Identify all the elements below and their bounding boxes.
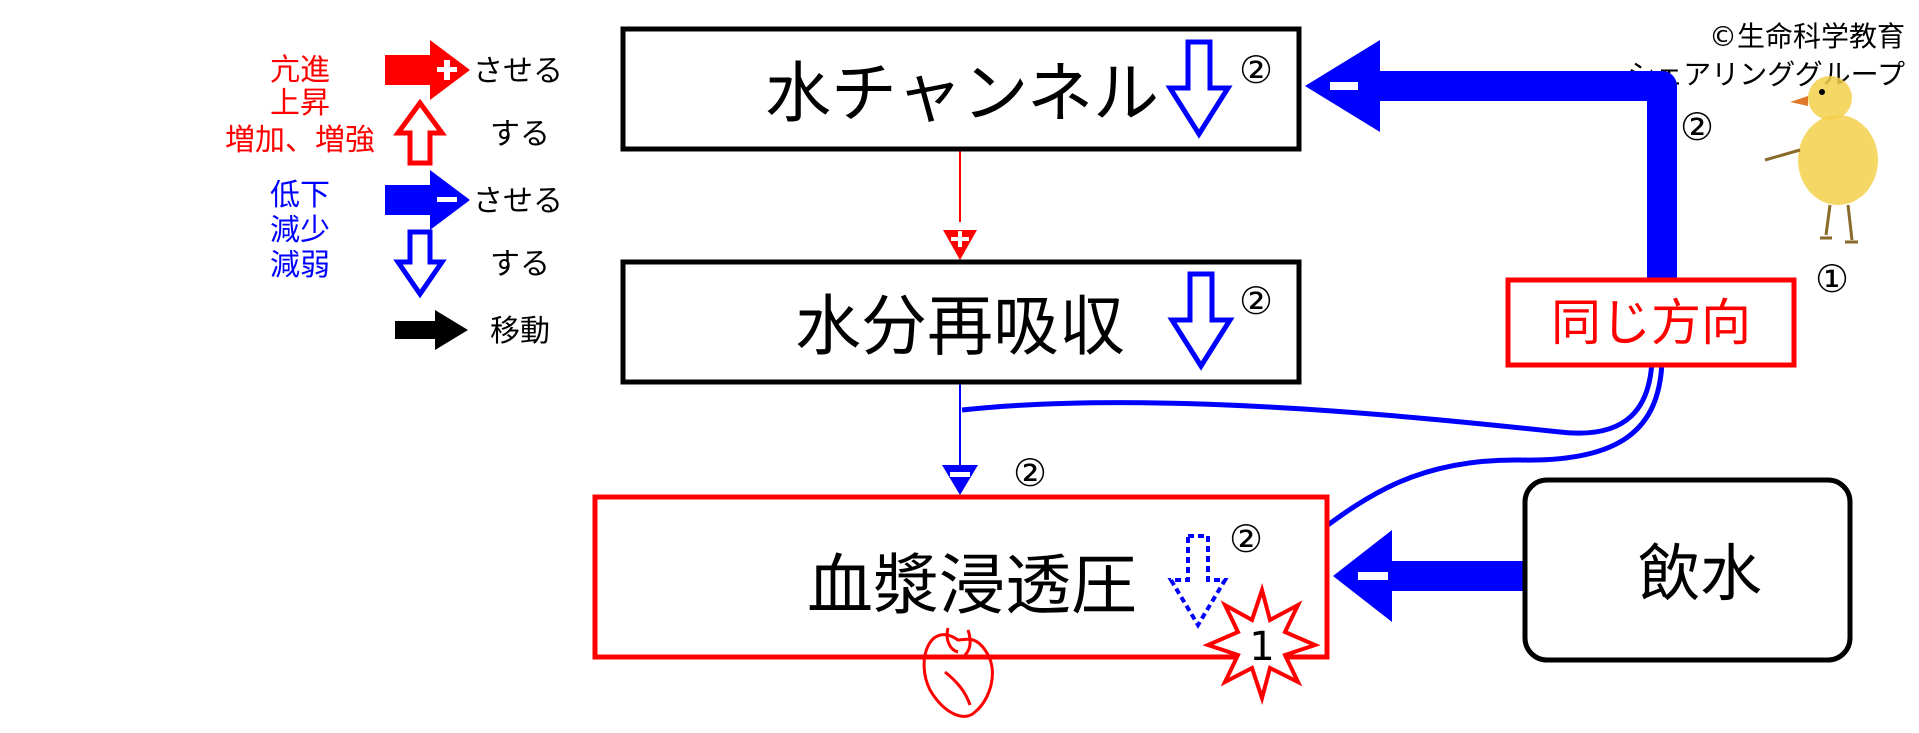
same-direction-circled-one: ① — [1815, 257, 1849, 301]
water-reabsorption-node[interactable]: 水分再吸収 ② — [620, 259, 1302, 385]
water-reabsorption-label: 水分再吸収 — [795, 288, 1125, 365]
same-direction-node[interactable]: 同じ方向 — [1505, 277, 1797, 368]
drinking-water-minus-icon — [1358, 572, 1388, 580]
plasma-circled-two: ② — [1229, 517, 1263, 561]
legend-decrease-label-2: 減少 — [270, 213, 330, 248]
plasma-osmotic-pressure-node[interactable]: 血漿浸透圧 ② — [592, 494, 1330, 660]
legend-decrease-label-3: 減弱 — [270, 248, 330, 283]
chick-mascot-icon — [1764, 76, 1878, 244]
legend-make-decrease-label: させる — [473, 184, 563, 219]
starburst-one-label: 1 — [1249, 624, 1274, 670]
legend-blue-down-arrow-icon — [393, 229, 447, 299]
water-channel-label: 水チャンネル — [765, 55, 1159, 132]
legend-do-increase-label: する — [490, 117, 550, 152]
water-channel-down-arrow-icon — [1165, 39, 1233, 139]
plasma-dotted-down-arrow-icon — [1167, 534, 1229, 629]
legend-do-decrease-label: する — [490, 247, 550, 282]
water-reabsorption-circled-two: ② — [1239, 279, 1273, 323]
plasma-osmotic-pressure-label: 血漿浸透圧 — [807, 547, 1137, 624]
legend-blue-minus-arrow-icon — [385, 170, 470, 230]
legend: 亢進 上昇 増加、増強 させる する 低下 減少 減弱 させる する — [225, 40, 563, 350]
minus-arrow-circled-two: ② — [1013, 451, 1047, 495]
legend-red-plus-arrow-icon — [385, 40, 470, 100]
starburst-one-icon: 1 — [1202, 583, 1321, 705]
legend-red-up-arrow-icon — [393, 98, 447, 166]
curve-reabsorption-to-same-direction — [961, 359, 1655, 436]
minus-arrowhead-icon — [942, 465, 978, 495]
legend-increase-label-3: 増加、増強 — [225, 123, 375, 158]
feedback-minus-icon — [1330, 82, 1358, 90]
legend-move-label: 移動 — [490, 314, 550, 349]
drinking-water-label: 飲水 — [1638, 537, 1762, 610]
plus-v-icon — [958, 231, 962, 247]
minus-h-icon — [950, 472, 970, 477]
legend-decrease-label-1: 低下 — [270, 178, 330, 213]
feedback-path-to-water-channel — [1380, 71, 1677, 280]
water-reabsorption-down-arrow-icon — [1167, 271, 1235, 371]
drinking-water-node[interactable]: 飲水 — [1522, 477, 1853, 663]
same-direction-label: 同じ方向 — [1551, 294, 1751, 352]
legend-increase-label-1: 亢進 — [270, 53, 330, 88]
water-channel-node[interactable]: 水チャンネル ② — [620, 26, 1302, 152]
copyright-line-1: ©生命科学教育 — [1709, 20, 1905, 53]
legend-black-move-arrow-icon — [395, 310, 468, 350]
feedback-circled-two: ② — [1680, 105, 1714, 149]
legend-increase-label-2: 上昇 — [270, 86, 330, 121]
drinking-water-arrow-shaft — [1385, 561, 1525, 591]
heart-icon — [922, 627, 994, 718]
water-channel-circled-two: ② — [1239, 48, 1273, 92]
legend-make-increase-label: させる — [473, 54, 563, 89]
